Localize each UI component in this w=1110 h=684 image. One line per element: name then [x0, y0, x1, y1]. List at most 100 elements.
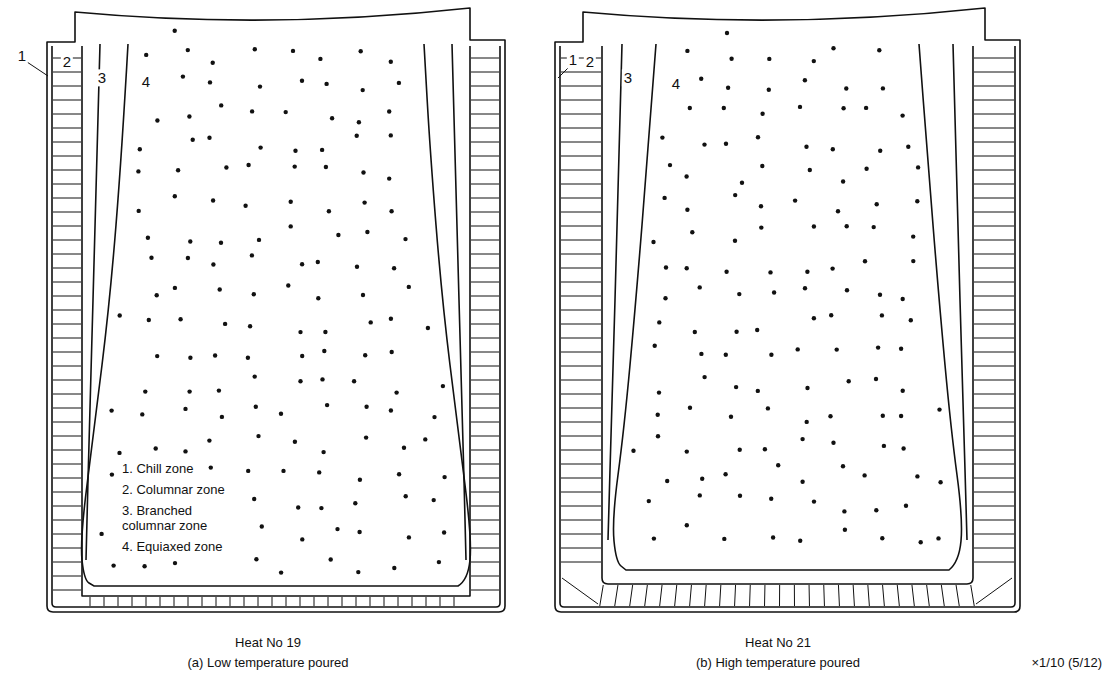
hatch-stroke	[561, 268, 601, 269]
hatch-stroke	[974, 58, 1014, 59]
hatch-stroke	[912, 585, 914, 606]
grain-dot	[208, 80, 212, 84]
hatch-stroke	[471, 128, 499, 129]
hatch-stroke	[974, 562, 1014, 563]
hatch-stroke	[300, 597, 301, 606]
hatch-stroke	[53, 408, 81, 409]
grain-dot	[111, 563, 115, 567]
grain-dot	[211, 198, 215, 202]
hatch-stroke	[53, 170, 81, 171]
grain-dot	[759, 225, 763, 229]
grain-dot	[246, 356, 250, 360]
grain-dot	[211, 61, 215, 65]
hatch-stroke	[974, 310, 1014, 311]
hatch-stroke	[660, 585, 662, 606]
grain-dot	[252, 292, 256, 296]
grain-dot	[900, 113, 904, 117]
hatch-stroke	[561, 72, 601, 73]
hatch-stroke	[561, 548, 601, 549]
grain-dot	[316, 260, 320, 264]
grain-dot	[771, 535, 775, 539]
grain-dot	[906, 145, 910, 149]
hatch-stroke	[53, 436, 81, 437]
grain-dot	[279, 412, 283, 416]
hatch-stroke	[471, 478, 499, 479]
hatch-stroke	[384, 597, 385, 606]
grain-dot	[881, 414, 885, 418]
hatch-stroke	[749, 585, 751, 606]
hatch-stroke	[53, 548, 81, 549]
grain-dot	[300, 537, 304, 541]
grain-dot	[805, 386, 809, 390]
hatch-stroke	[705, 585, 707, 606]
hatch-stroke	[561, 254, 601, 255]
hatch-stroke	[53, 310, 81, 311]
grain-dot	[767, 57, 771, 61]
grain-dot	[432, 415, 436, 419]
hatch-stroke	[974, 394, 1014, 395]
hatch-stroke	[471, 436, 499, 437]
hatch-stroke	[53, 198, 81, 199]
columnar-hatching	[53, 58, 1014, 606]
grain-dot	[698, 493, 702, 497]
hatch-stroke	[53, 590, 81, 591]
grain-dot	[688, 406, 692, 410]
grain-dot	[387, 176, 391, 180]
grain-dot	[296, 505, 300, 509]
grain-dot	[803, 78, 807, 82]
grain-dot	[843, 528, 847, 532]
hatch-stroke	[471, 352, 499, 353]
grain-dot	[828, 414, 832, 418]
grain-dot	[362, 200, 366, 204]
grain-dot	[842, 509, 846, 513]
hatch-stroke	[471, 324, 499, 325]
grain-dot	[702, 375, 706, 379]
grain-dot	[798, 105, 802, 109]
grain-dot	[657, 320, 661, 324]
grain-dot	[830, 266, 834, 270]
hatch-stroke	[561, 380, 601, 381]
grain-dot	[915, 474, 919, 478]
grain-dot	[99, 532, 103, 536]
hatch-stroke	[454, 597, 455, 606]
hatch-stroke	[471, 548, 499, 549]
hatch-stroke	[471, 212, 499, 213]
grain-dot	[776, 463, 780, 467]
grain-dot	[911, 234, 915, 238]
grain-dot	[769, 497, 773, 501]
grain-dot	[685, 266, 689, 270]
hatch-stroke	[202, 597, 203, 606]
hatch-stroke	[286, 597, 287, 606]
hatch-stroke	[53, 128, 81, 129]
grain-dot	[258, 145, 262, 149]
hatch-stroke	[471, 366, 499, 367]
hatch-stroke	[471, 338, 499, 339]
grain-dot	[387, 109, 391, 113]
grain-dot	[878, 293, 882, 297]
grain-dot	[862, 473, 866, 477]
grain-dot	[938, 480, 942, 484]
grain-dot	[220, 415, 224, 419]
hatch-stroke	[561, 338, 601, 339]
hatch-stroke	[974, 268, 1014, 269]
grain-dot	[258, 84, 262, 88]
grain-dot	[936, 536, 940, 540]
hatch-stroke	[941, 585, 944, 606]
grain-dot	[874, 377, 878, 381]
grain-dot	[336, 233, 340, 237]
hatch-stroke	[53, 366, 81, 367]
grain-dot	[880, 313, 884, 317]
grain-dot	[355, 265, 359, 269]
grain-dot	[207, 136, 211, 140]
hatch-stroke	[561, 394, 601, 395]
grain-dot	[656, 413, 660, 417]
zone-boundaries	[82, 44, 967, 586]
grain-dot	[355, 134, 359, 138]
hatch-stroke	[974, 338, 1014, 339]
grain-dot	[144, 53, 148, 57]
grain-dot	[390, 350, 394, 354]
grain-dot	[911, 259, 915, 263]
grain-dot	[845, 224, 849, 228]
hatch-stroke	[974, 534, 1014, 535]
grain-dot	[812, 499, 816, 503]
